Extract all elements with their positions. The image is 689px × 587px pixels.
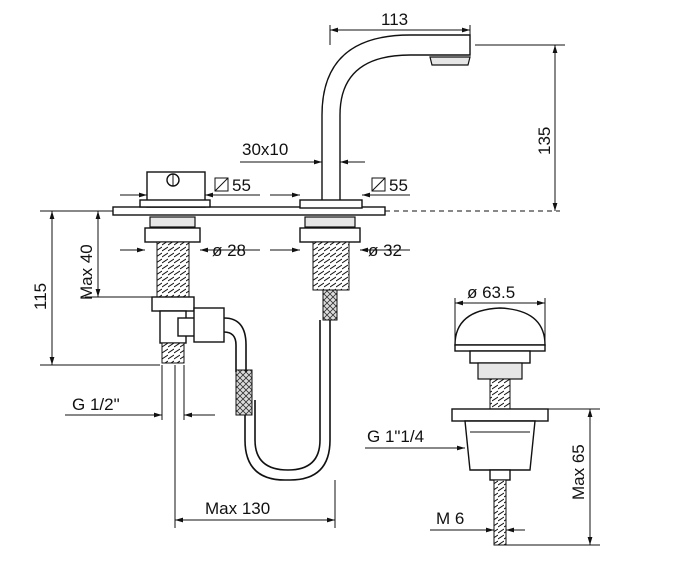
- dim-total-depth: 115: [31, 283, 50, 310]
- dim-handle-square: 55: [232, 176, 251, 195]
- handle-shank: [144, 216, 225, 364]
- spout: [299, 34, 471, 209]
- dim-spout-square: 55: [389, 176, 408, 195]
- dim-spout-shank-diameter: ø 32: [368, 241, 402, 260]
- dim-waste-rod-thread: M 6: [436, 509, 464, 528]
- pop-up-waste: [451, 307, 549, 546]
- dim-max-thickness: Max 40: [77, 244, 96, 300]
- dimension-lines: [40, 25, 600, 546]
- dim-max-distance: Max 130: [205, 499, 270, 518]
- dim-handle-shank-diameter: ø 28: [212, 241, 246, 260]
- spout-shank: [299, 216, 361, 321]
- dim-waste-thread: G 1"1/4: [367, 427, 424, 446]
- flexible-hose: [223, 317, 331, 481]
- dim-spout-reach: 113: [381, 10, 408, 29]
- dim-waste-cap-diameter: ø 63.5: [467, 283, 515, 302]
- dim-waste-max-height: Max 65: [569, 444, 588, 500]
- handle: [139, 171, 211, 208]
- dim-spout-height: 135: [535, 127, 554, 155]
- dim-spout-section: 30x10: [242, 140, 288, 159]
- square-symbol-icon: [214, 177, 386, 192]
- dim-inlet-thread: G 1/2": [72, 395, 120, 414]
